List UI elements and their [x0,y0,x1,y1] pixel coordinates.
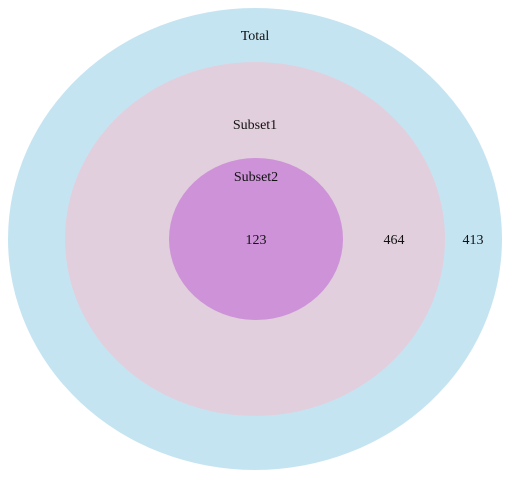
venn-label-subset1: Subset1 [233,118,277,133]
venn-label-total: Total [241,29,270,44]
venn-count-subset2: 123 [246,233,267,248]
venn-count-subset1-only: 464 [384,233,405,248]
venn-label-subset2: Subset2 [234,170,278,185]
venn-set-subset2 [169,158,343,320]
venn-count-total-only: 413 [463,233,484,248]
